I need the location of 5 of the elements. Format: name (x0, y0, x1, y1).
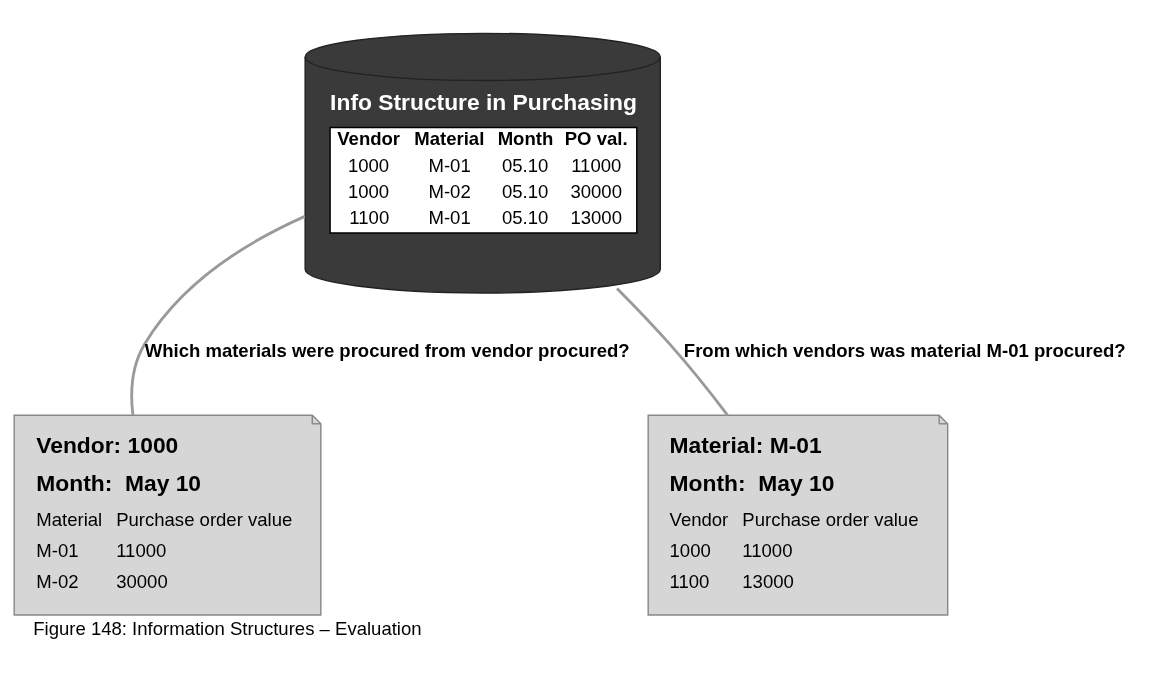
connector (130, 215, 306, 415)
edge-label: Which materials were procured from vendor procured? (144, 340, 630, 362)
caption: Figure 148: Information Structures – Evaluation (33, 618, 422, 640)
edge-label: From which vendors was material M-01 procured? (683, 340, 1126, 362)
connector (616, 287, 729, 416)
